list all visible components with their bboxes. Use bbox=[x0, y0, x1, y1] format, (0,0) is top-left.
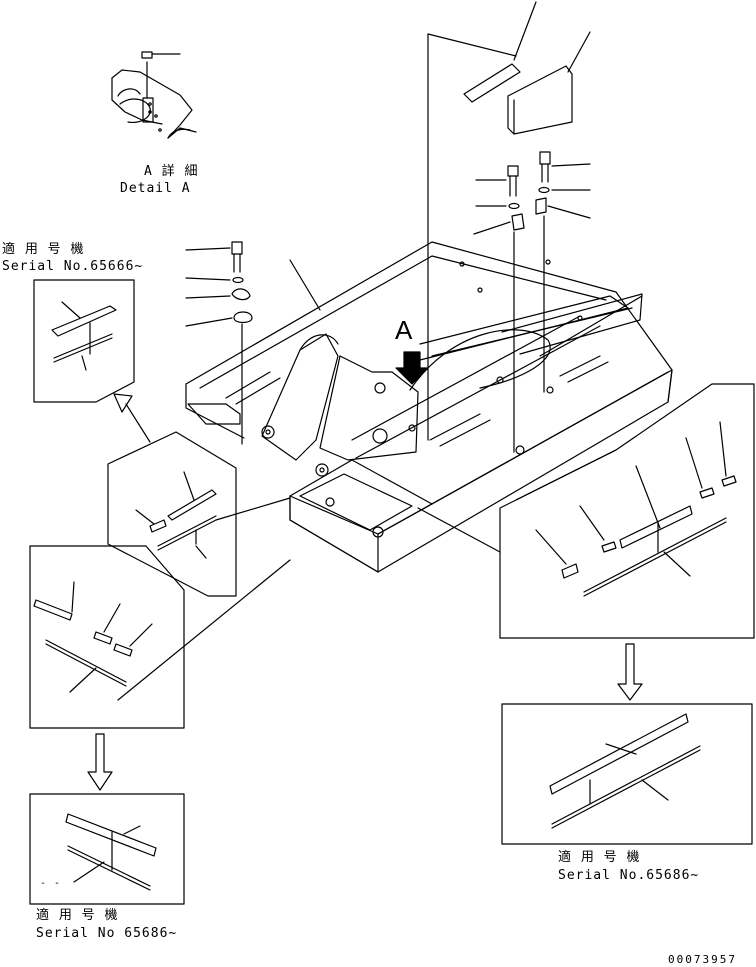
inset-box-bottom-left bbox=[29, 793, 185, 905]
detail-a-jp-label: A 詳 細 bbox=[144, 164, 199, 179]
plate-and-bolt-parts bbox=[427, 1, 591, 453]
inset-box-bottom-right bbox=[501, 703, 753, 845]
serial-bottom-right-jp: 適 用 号 機 bbox=[558, 850, 641, 865]
detail-a-en-label: Detail A bbox=[120, 181, 191, 196]
inset-box-top-left bbox=[33, 279, 135, 403]
drawing-number: 00073957 bbox=[668, 953, 737, 966]
arrow-down-left bbox=[87, 733, 113, 791]
inset-box-middle-left bbox=[107, 431, 291, 597]
view-a-marker: A bbox=[395, 315, 413, 345]
serial-bottom-left-jp: 適 用 号 機 bbox=[36, 908, 119, 923]
serial-bottom-right-en: Serial No.65686~ bbox=[558, 868, 700, 883]
serial-top-left-en: Serial No.65666~ bbox=[2, 259, 144, 274]
arrow-down-right bbox=[617, 643, 643, 701]
serial-bottom-left-en: Serial No 65686~ bbox=[36, 926, 178, 941]
serial-top-left-jp: 適 用 号 機 bbox=[2, 242, 85, 257]
small-marks: - - bbox=[40, 878, 62, 889]
arrow-up-left bbox=[113, 393, 151, 443]
inset-box-right bbox=[417, 383, 755, 639]
revolving-frame-assembly bbox=[185, 241, 673, 573]
bolt-column-left bbox=[185, 241, 321, 445]
inset-box-lower-left bbox=[29, 545, 291, 729]
detail-a-illustration bbox=[111, 51, 197, 139]
view-a-arrow bbox=[395, 351, 429, 385]
